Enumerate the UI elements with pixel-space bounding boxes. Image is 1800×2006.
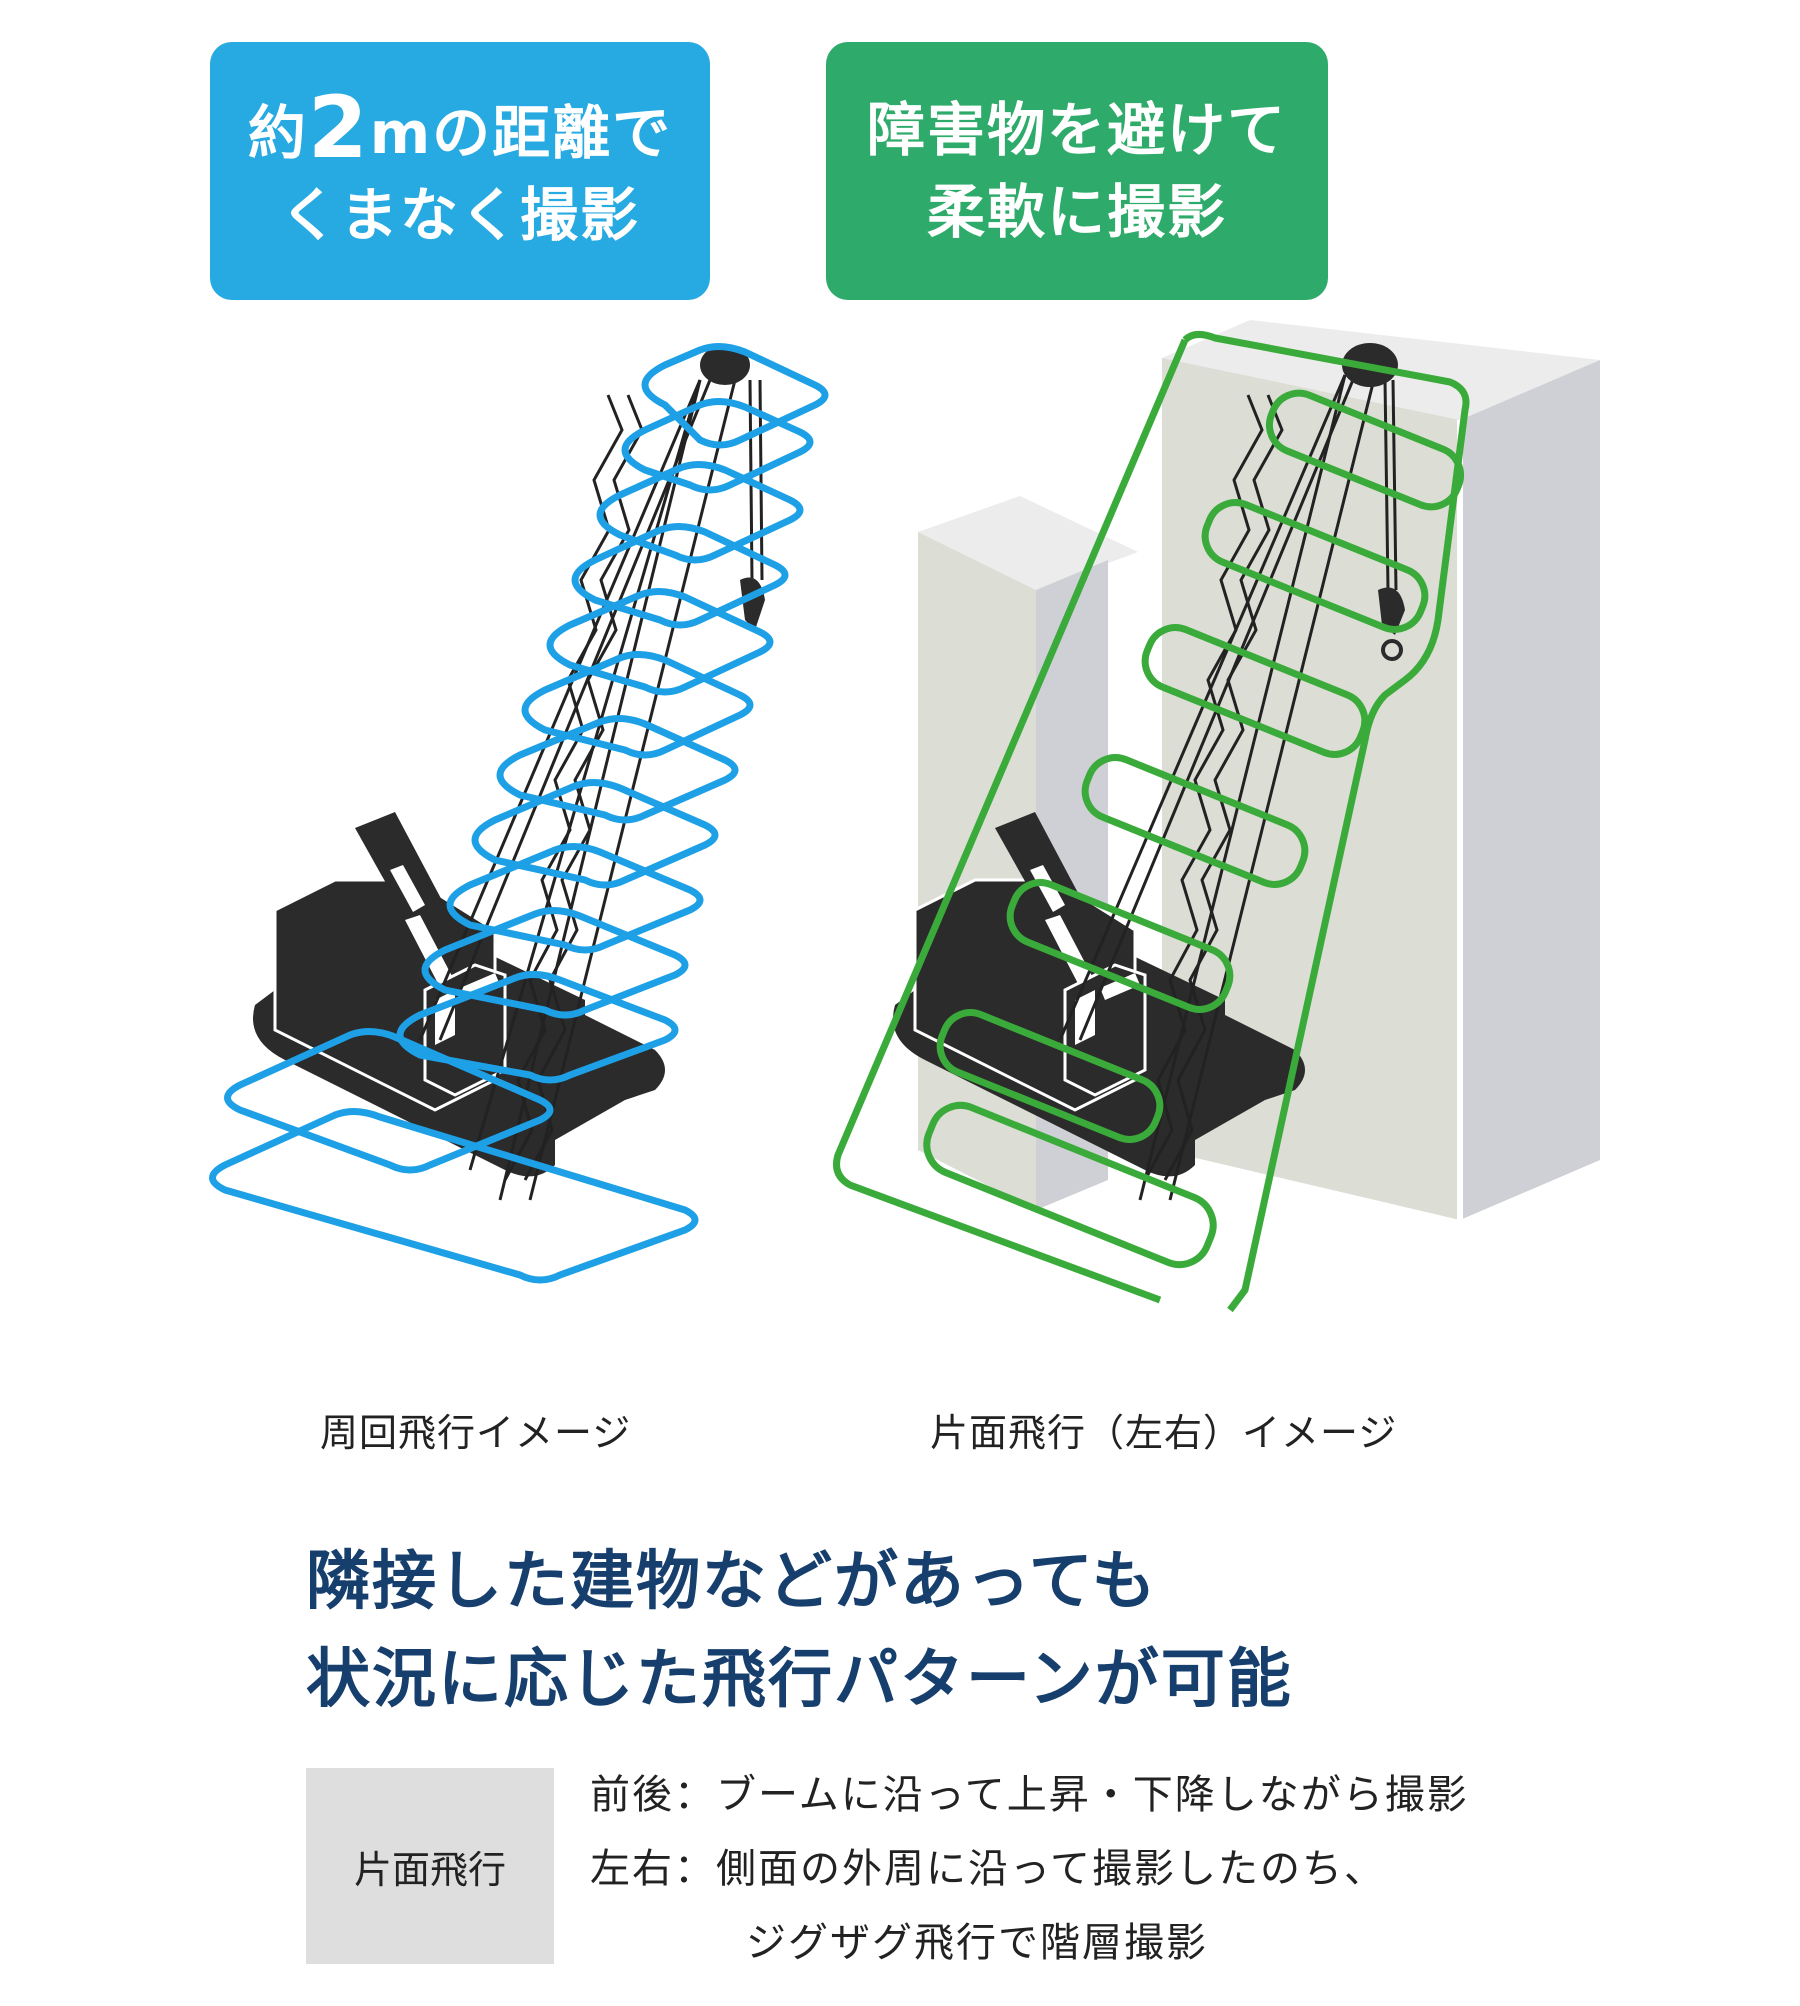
desc-sep: ： [674,1772,716,1818]
circular-flight-illustration [209,343,829,1284]
callout-suffix: mの距離で [369,98,673,167]
callout-bubble-one-side: 障害物を避けて 柔軟に撮影 [826,42,1328,300]
one-side-flight-illustration [833,320,1600,1313]
desc-key: 左右 [590,1846,674,1892]
callout-line-2: 柔軟に撮影 [926,178,1227,246]
desc-key: 前後 [590,1772,674,1818]
flight-mode-label: 片面飛行 [306,1768,554,1964]
desc-row-left-right-cont: ジグザグ飛行で階層撮影 [746,1910,1208,1968]
callout-prefix: 約 [247,98,308,167]
desc-row-front-back: 前後：ブームに沿って上昇・下降しながら撮影 [590,1762,1469,1820]
caption-circular-flight: 周回飛行イメージ [320,1411,632,1455]
desc-text: 側面の外周に沿って撮影したのち、 [716,1846,1386,1892]
desc-row-left-right: 左右：側面の外周に沿って撮影したのち、 [590,1836,1386,1894]
headline-line-2: 状況に応じた飛行パターンが可能 [306,1643,1293,1717]
callout-distance-number: 2 [307,77,370,178]
callout-line-1: 障害物を避けて [866,96,1287,164]
callout-line-1: 約2mの距離で [247,85,673,174]
callout-line-2: くまなく撮影 [279,180,640,249]
flight-illustrations [209,320,1600,1313]
desc-text: ジグザグ飛行で階層撮影 [746,1920,1208,1966]
callout-bubble-circular: 約2mの距離で くまなく撮影 [210,42,710,300]
headline-line-1: 隣接した建物などがあっても [306,1545,1158,1619]
desc-sep: ： [674,1846,716,1892]
desc-text: ブームに沿って上昇・下降しながら撮影 [716,1772,1469,1818]
caption-one-side-flight: 片面飛行（左右）イメージ [930,1411,1398,1455]
